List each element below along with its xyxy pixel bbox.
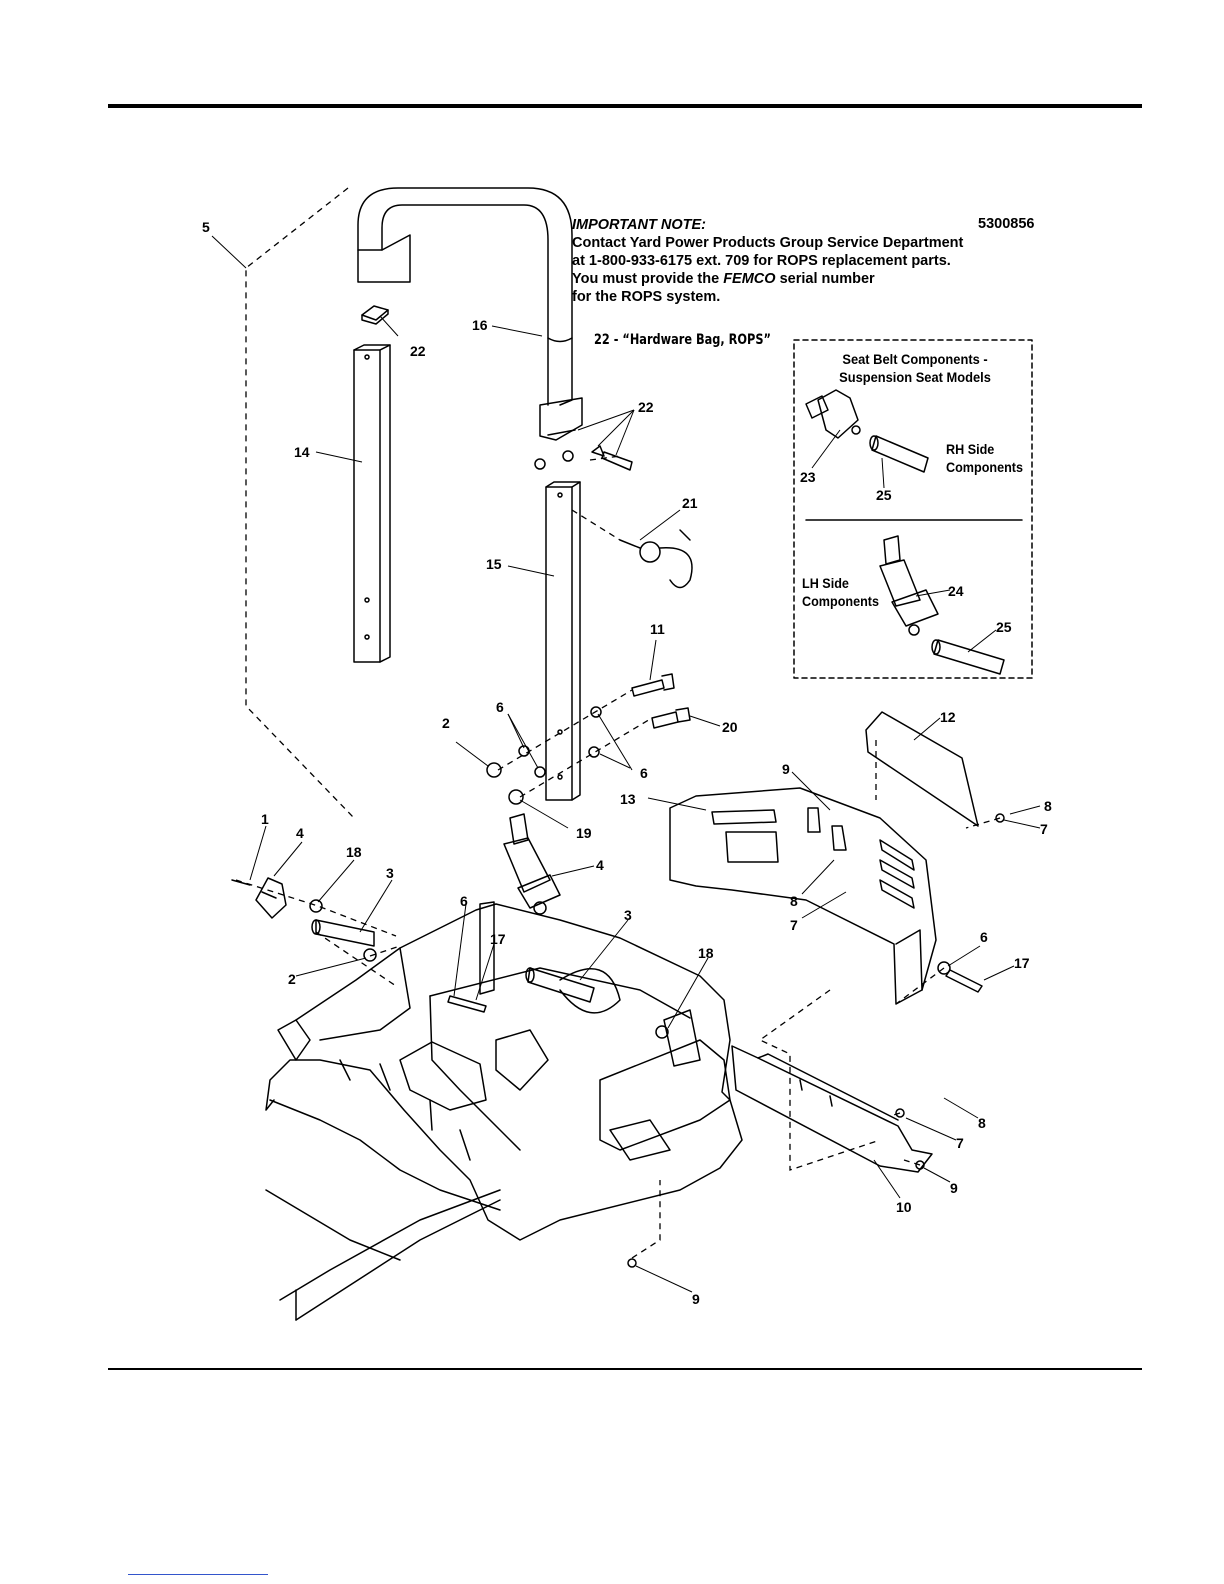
callout-8: 8: [978, 1115, 986, 1131]
footer-link-underline[interactable]: [128, 1574, 268, 1575]
callout-23: 23: [800, 469, 816, 485]
inset-tube-25-rh: [869, 435, 929, 473]
callout-9: 9: [782, 761, 790, 777]
callout-2: 2: [288, 971, 296, 987]
bolt-17-left: [447, 995, 487, 1013]
callout-16: 16: [472, 317, 488, 333]
callout-15: 15: [486, 556, 502, 572]
callout-10: 10: [896, 1199, 912, 1215]
note-line-2: at 1-800-933-6175 ext. 709 for ROPS repl…: [572, 253, 951, 269]
callout-1: 1: [261, 811, 269, 827]
callout-labels: 5 22 16 14 22 15 21 11 20 2 6 6 19 12 9 …: [202, 219, 1052, 1307]
callout-4: 4: [296, 825, 304, 841]
rops-upper-hoop: [357, 187, 583, 441]
lh-side-label: LH Side Components: [802, 575, 880, 609]
callout-2: 2: [442, 715, 450, 731]
pivot-tube-3-center: [525, 967, 595, 1003]
assembly-lines: [235, 187, 1001, 1259]
callout-25: 25: [876, 487, 892, 503]
hardware-bag-22: [361, 305, 389, 325]
callout-12: 12: [940, 709, 956, 725]
callout-7: 7: [1040, 821, 1048, 837]
inset-box: [793, 339, 1033, 679]
inset-buckle-23: [805, 389, 861, 439]
callout-17: 17: [1014, 955, 1030, 971]
header-rule: [108, 104, 1142, 108]
callout-6: 6: [640, 765, 648, 781]
bolt-20: [651, 707, 691, 729]
callout-4: 4: [596, 857, 604, 873]
hitch-pin-21: [619, 529, 693, 589]
callout-14: 14: [294, 444, 310, 460]
callout-17: 17: [490, 931, 506, 947]
callout-20: 20: [722, 719, 738, 735]
inset-retractor-24: [879, 535, 939, 636]
rh-side-label: RH Side Components: [946, 441, 1024, 475]
bolt-17-right: [945, 969, 983, 993]
leader-lines: [211, 235, 1041, 1293]
callout-7: 7: [956, 1135, 964, 1151]
callout-11: 11: [650, 621, 665, 637]
callout-7: 7: [790, 917, 798, 933]
callout-9: 9: [950, 1180, 958, 1196]
support-rail-10: [731, 1045, 933, 1173]
callout-13: 13: [620, 791, 636, 807]
callout-8: 8: [790, 893, 798, 909]
right-upright-15: [545, 481, 581, 801]
callout-5: 5: [202, 219, 210, 235]
callout-18: 18: [346, 844, 362, 860]
callout-22: 22: [410, 343, 426, 359]
callout-6: 6: [496, 699, 504, 715]
seat-belt-buckle-4-left: [231, 877, 287, 919]
callout-25: 25: [996, 619, 1012, 635]
inset-tube-25-lh: [931, 639, 1005, 675]
note-line-1: Contact Yard Power Products Group Servic…: [572, 235, 964, 251]
callout-22: 22: [638, 399, 654, 415]
pivot-tube-3-left: [311, 919, 375, 947]
callout-3: 3: [386, 865, 394, 881]
callout-24: 24: [948, 583, 964, 599]
bolt-11: [631, 673, 675, 697]
note-line-4: for the ROPS system.: [572, 289, 721, 305]
callout-3: 3: [624, 907, 632, 923]
seat-belt-retractor-4-center: [503, 813, 561, 915]
washers-nuts: [309, 706, 1005, 1268]
left-upright-14: [353, 344, 391, 663]
hardware-bag-label: 22 - “Hardware Bag, ROPS”: [594, 332, 771, 348]
callout-6: 6: [980, 929, 988, 945]
callout-9: 9: [692, 1291, 700, 1307]
note-heading: IMPORTANT NOTE:: [572, 217, 706, 233]
footer-rule: [108, 1368, 1142, 1370]
callout-6: 6: [460, 893, 468, 909]
note-line-3: You must provide the FEMCO serial number: [572, 271, 875, 287]
diagram-number: 5300856: [978, 216, 1035, 232]
callout-21: 21: [682, 495, 698, 511]
callout-18: 18: [698, 945, 714, 961]
tractor-frame: [265, 901, 743, 1321]
important-note: IMPORTANT NOTE: Contact Yard Power Produ…: [572, 216, 992, 306]
callout-8: 8: [1044, 798, 1052, 814]
seat-mount-bracket-13: [669, 787, 937, 1005]
callout-19: 19: [576, 825, 592, 841]
rops-hardware-22: [534, 429, 633, 471]
inset-title: Seat Belt Components - Suspension Seat M…: [839, 351, 991, 385]
cover-plate-12: [865, 711, 979, 827]
